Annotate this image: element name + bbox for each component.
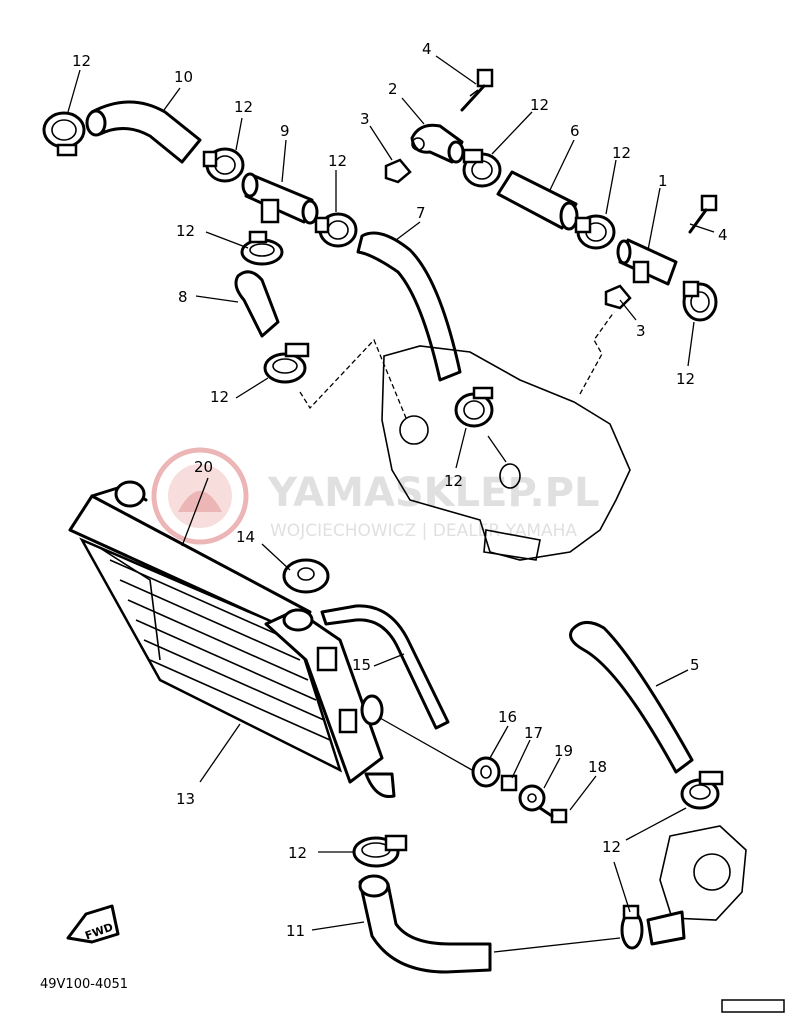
callout-18: 18 [588,758,607,776]
hose-clamp-top-mid [462,148,502,188]
callout-20: 20 [194,458,213,476]
radiator-cap-14 [282,558,330,594]
hose-clamp-lower-left [263,342,310,384]
callout-12-left-mid: 12 [176,222,195,240]
callout-1: 1 [658,172,668,190]
watermark-brand: YAMASKLEP.PL [267,470,599,516]
hose-clamp-right [682,280,718,322]
callout-8: 8 [178,288,188,306]
callout-12-bottom-right: 12 [602,838,621,856]
callout-5: 5 [690,656,700,674]
callout-14: 14 [236,528,255,546]
callout-6: 6 [570,122,580,140]
hose-7 [356,231,462,382]
callout-16: 16 [498,708,517,726]
callout-9: 9 [280,122,290,140]
callout-13: 13 [176,790,195,808]
callout-12-right-top: 12 [612,144,631,162]
corner-frame [721,999,785,1013]
radiator-side-tank [264,608,396,799]
breather-hose-15 [320,604,450,730]
hose-clamp-top-left [42,111,86,157]
collar-17 [500,774,518,792]
gasket-3-top [384,158,412,184]
pipe-joint-9 [241,172,319,225]
hose-clamp-b [314,212,358,248]
hose-6 [496,170,579,231]
callout-4-top: 4 [422,40,432,58]
callout-12-right: 12 [676,370,695,388]
callout-3-top: 3 [360,110,370,128]
washer-19 [518,784,546,812]
callout-12-bottom-mid: 12 [288,844,307,862]
callout-12-top-left: 12 [72,52,91,70]
watermark: YAMASKLEP.PL WOJCIECHOWICZ | DEALER YAMA… [151,447,599,545]
watermark-tagline: WOJCIECHOWICZ | DEALER YAMAHA [270,521,577,541]
callout-12-top-mid: 12 [530,96,549,114]
callout-2: 2 [388,80,398,98]
gasket-3-right [604,284,632,310]
diagram-code: 49V100-4051 [40,977,128,992]
engine-outline [381,345,631,561]
hose-clamp-bottom-right [620,904,644,950]
callout-15: 15 [352,656,371,674]
radiator-13 [68,480,343,773]
bolt-4-right [688,194,718,234]
callout-12-lower-left: 12 [210,388,229,406]
grommet-16 [471,756,501,788]
hose-clamp-right-top [574,214,616,250]
callout-numbers: 12 10 12 9 12 12 8 12 4 2 3 12 6 7 12 12… [72,40,728,940]
callout-4-right: 4 [718,226,728,244]
callout-7: 7 [416,204,426,222]
bolt-18 [538,806,568,824]
water-outlet-2 [410,123,465,164]
hose-5 [569,621,694,774]
hose-11 [358,874,492,974]
hose-clamp-bottom-right-upper [680,770,724,810]
forward-direction-arrow: FWD [66,904,120,944]
water-pump [646,825,747,946]
callout-12-clamp-a: 12 [234,98,253,116]
hose-clamp-engine [454,386,494,428]
pipe-joint-1 [616,238,678,286]
callout-3-right: 3 [636,322,646,340]
callout-11: 11 [286,922,305,940]
callout-10: 10 [174,68,193,86]
callout-12-clamp-b: 12 [328,152,347,170]
hose-10 [85,100,202,164]
callout-12-engine: 12 [444,472,463,490]
callout-19: 19 [554,742,573,760]
hose-clamp-left-mid [240,230,284,266]
bolt-4-top [460,68,494,112]
leader-lines [67,55,715,931]
hose-clamp-a [202,147,245,183]
callout-17: 17 [524,724,543,742]
hose-8 [234,270,280,338]
hose-clamp-bottom-mid [352,834,408,868]
